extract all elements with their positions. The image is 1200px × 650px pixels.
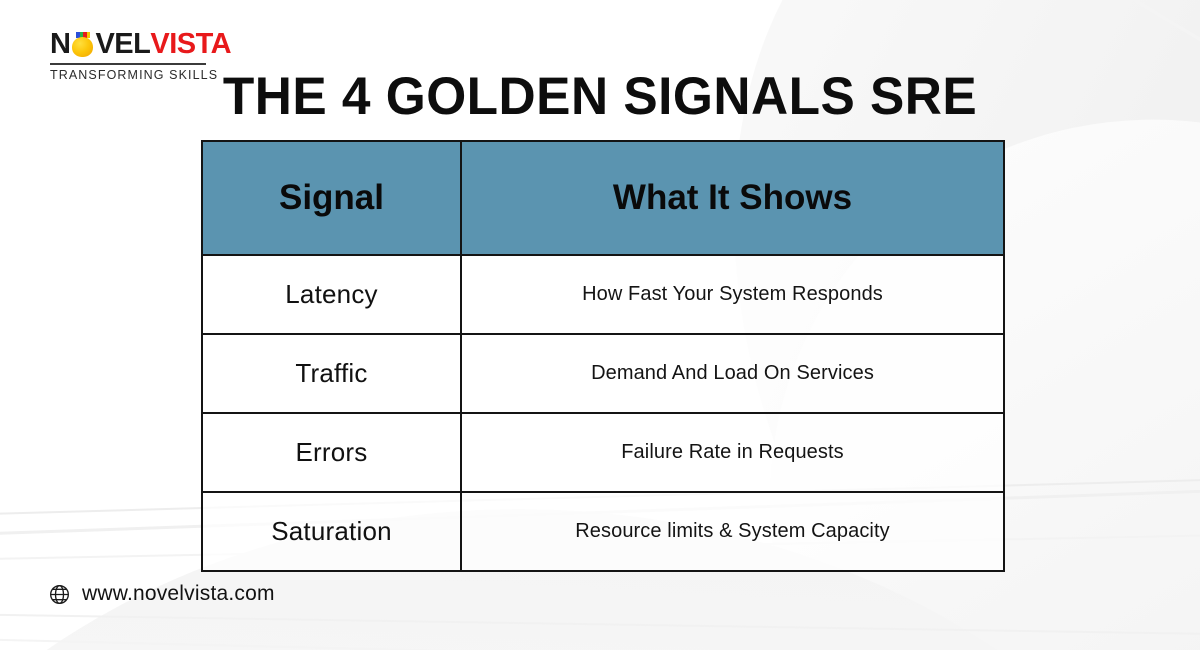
cell-what-it-shows: Failure Rate in Requests: [460, 412, 1005, 493]
website-url[interactable]: www.novelvista.com: [82, 582, 275, 605]
logo-text-vista: VISTA: [150, 28, 232, 60]
logo-divider: [50, 63, 206, 65]
logo-tagline: TRANSFORMING SKILLS: [50, 67, 219, 82]
logo-text-vel: VEL: [95, 28, 151, 60]
background-wave-line: [0, 636, 1200, 650]
page-title: THE 4 GOLDEN SIGNALS SRE: [222, 67, 978, 126]
logo-text-n: N: [50, 28, 71, 60]
column-header-signal: Signal: [201, 140, 462, 256]
column-header-what-it-shows: What It Shows: [460, 140, 1005, 256]
footer: www.novelvista.com: [48, 582, 275, 606]
cell-what-it-shows: Resource limits & System Capacity: [460, 491, 1005, 572]
cell-signal: Saturation: [201, 491, 462, 572]
cell-signal: Traffic: [201, 333, 462, 414]
table-header-row: Signal What It Shows: [201, 140, 1005, 256]
background-wave-line: [0, 612, 1200, 637]
cell-what-it-shows: Demand And Load On Services: [460, 333, 1005, 414]
background-wave-line: [879, 0, 1200, 20]
lightbulb-icon: [71, 31, 94, 57]
table-row: Traffic Demand And Load On Services: [201, 333, 1005, 414]
table-head: Signal What It Shows: [201, 140, 1005, 256]
globe-icon: [48, 583, 71, 606]
table-row: Saturation Resource limits & System Capa…: [201, 491, 1005, 572]
background-wave-line: [913, 0, 1200, 65]
logo-wordmark: N VEL VISTA: [50, 28, 250, 60]
lightbulb-cap-icon: [76, 31, 91, 38]
golden-signals-table: Signal What It Shows Latency How Fast Yo…: [201, 140, 1005, 572]
lightbulb-glass-icon: [72, 36, 94, 57]
cell-signal: Latency: [201, 254, 462, 335]
table-row: Errors Failure Rate in Requests: [201, 412, 1005, 493]
cell-signal: Errors: [201, 412, 462, 493]
cell-what-it-shows: How Fast Your System Responds: [460, 254, 1005, 335]
table-row: Latency How Fast Your System Responds: [201, 254, 1005, 335]
table-body: Latency How Fast Your System Responds Tr…: [201, 254, 1005, 572]
brand-logo: N VEL VISTA TRANSFORMING SKILLS: [50, 28, 250, 82]
